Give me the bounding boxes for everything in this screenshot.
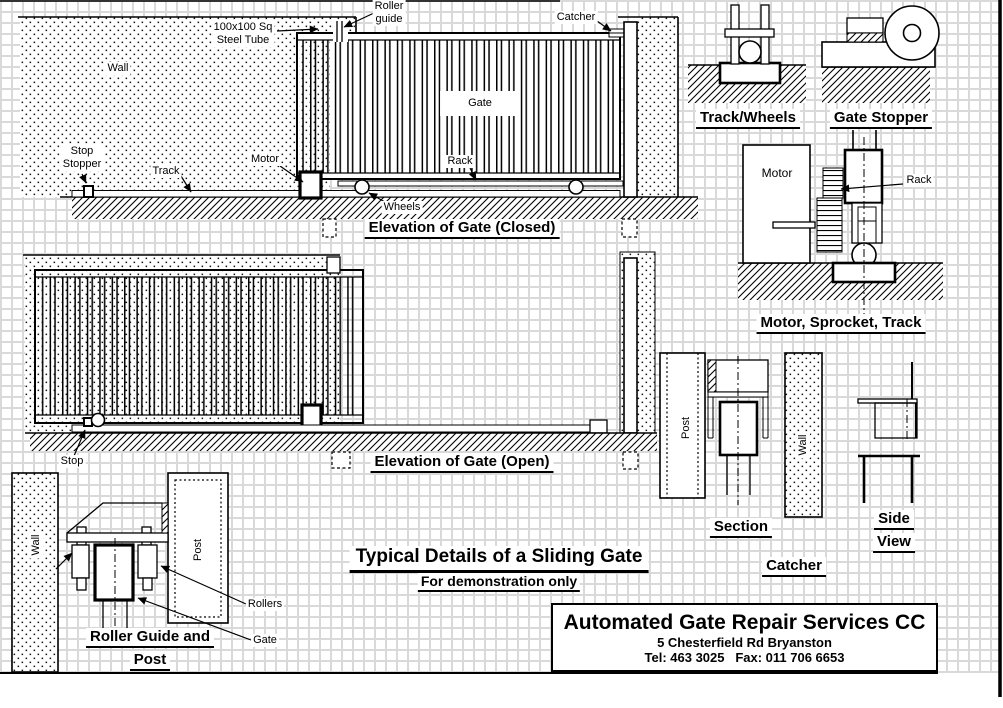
steel-tube-line2: Steel Tube bbox=[216, 34, 270, 46]
catcher-label-closed: Catcher bbox=[554, 11, 598, 24]
title-block: Automated Gate Repair Services CC 5 Ches… bbox=[551, 603, 938, 672]
side-view-line1: Side bbox=[874, 510, 914, 530]
caption-track-wheels: Track/Wheels bbox=[696, 109, 800, 129]
wheels-label: Wheels bbox=[381, 201, 423, 214]
company-phone: Tel: 463 3025 Fax: 011 706 6653 bbox=[644, 649, 845, 665]
closed-elevation-drawing bbox=[18, 12, 698, 238]
side-view-line2: View bbox=[873, 533, 915, 553]
wall-label-closed: Wall bbox=[105, 62, 131, 75]
gate-label-closed: Gate bbox=[440, 91, 520, 116]
roller-guide-post-drawing bbox=[11, 472, 252, 673]
motor-label-closed: Motor bbox=[248, 153, 282, 166]
caption-elevation-open: Elevation of Gate (Open) bbox=[370, 453, 554, 473]
caption-catcher: Catcher bbox=[762, 557, 826, 577]
caption-motor-sprocket-track: Motor, Sprocket, Track bbox=[756, 314, 926, 334]
stop-line1: Stop bbox=[70, 145, 94, 157]
page-title: Typical Details of a Sliding Gate bbox=[349, 546, 649, 573]
wall-label-roller-guide: Wall bbox=[29, 531, 43, 559]
rack-label-detail: Rack bbox=[904, 174, 934, 187]
company-name: Automated Gate Repair Services CC bbox=[563, 610, 926, 634]
motor-sprocket-track-drawing bbox=[738, 130, 943, 318]
roller-guide-caption-line1: Roller Guide and bbox=[85, 628, 215, 648]
caption-elevation-closed: Elevation of Gate (Closed) bbox=[364, 219, 560, 239]
rollers-label: Rollers bbox=[245, 598, 285, 611]
roller-guide-caption-line2: Post bbox=[129, 651, 171, 671]
track-wheels-drawing bbox=[688, 4, 806, 103]
page-subtitle: For demonstration only bbox=[417, 573, 581, 592]
wall-label-section: Wall bbox=[796, 431, 810, 459]
post-label-section: Post bbox=[679, 413, 693, 443]
roller-guide-line1: Roller bbox=[374, 0, 404, 12]
motor-label-detail: Motor bbox=[759, 166, 795, 180]
track-label: Track bbox=[150, 165, 182, 178]
stop-label-open: Stop bbox=[58, 455, 86, 468]
caption-gate-stopper: Gate Stopper bbox=[829, 109, 933, 129]
rack-label-closed: Rack bbox=[445, 155, 475, 168]
gate-stopper-drawing bbox=[821, 5, 940, 103]
gate-label-roller-guide: Gate bbox=[251, 634, 279, 647]
company-address: 5 Chesterfield Rd Bryanston bbox=[657, 634, 832, 650]
roller-guide-line2: guide bbox=[375, 13, 403, 25]
open-elevation-drawing bbox=[23, 251, 657, 470]
side-view-drawing bbox=[857, 362, 920, 503]
stop-line2: Stopper bbox=[62, 158, 102, 170]
caption-section: Section bbox=[709, 518, 773, 538]
steel-tube-line1: 100x100 Sq bbox=[213, 21, 273, 33]
post-label-roller-guide: Post bbox=[191, 535, 205, 565]
